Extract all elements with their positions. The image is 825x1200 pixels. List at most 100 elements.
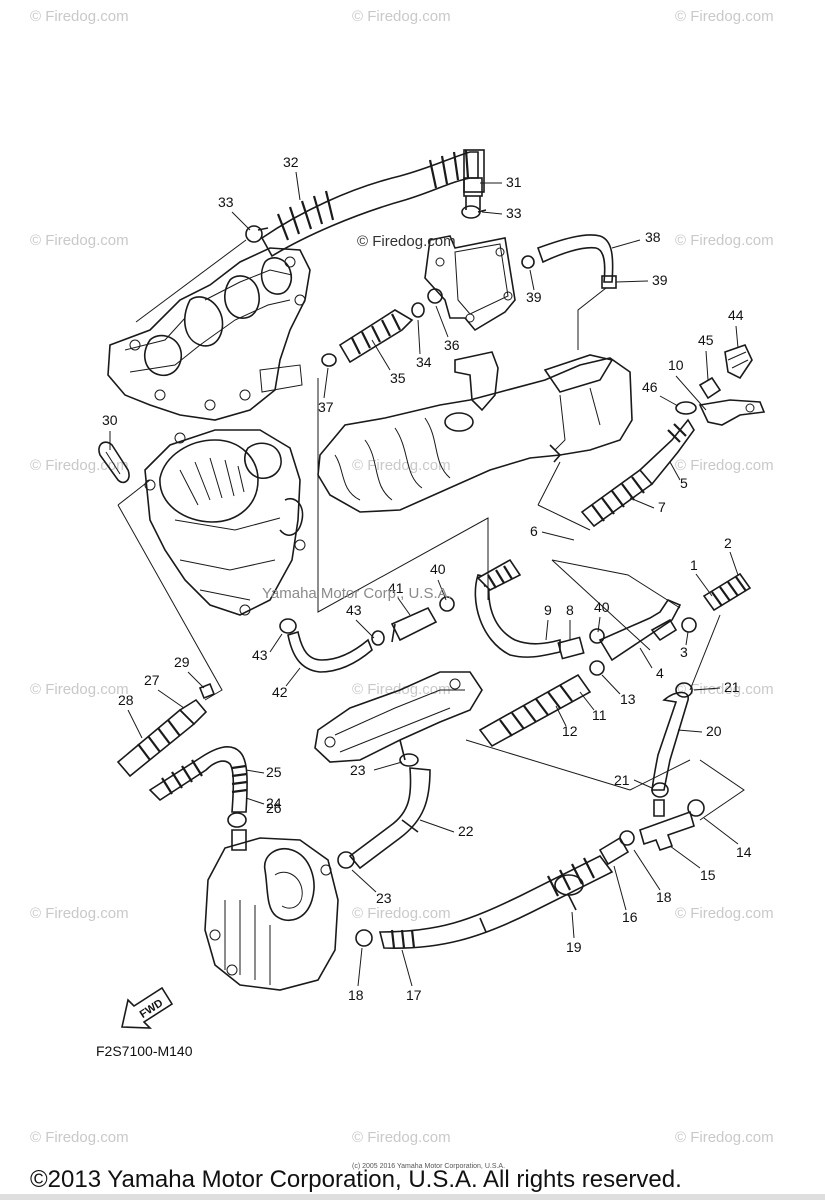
watermark: © Firedog.com	[675, 905, 774, 922]
watermark: © Firedog.com	[675, 8, 774, 25]
callout-37: 37	[318, 399, 334, 415]
callout-25: 25	[266, 764, 282, 780]
copyright-footer: ©2013 Yamaha Motor Corporation, U.S.A. A…	[30, 1166, 682, 1193]
callout-23: 23	[350, 762, 366, 778]
callout-36: 36	[444, 337, 460, 353]
callout-6: 6	[530, 523, 538, 539]
watermark: © Firedog.com	[30, 8, 129, 25]
callout-8: 8	[566, 602, 574, 618]
callout-15: 15	[700, 867, 716, 883]
watermark: © Firedog.com	[352, 1129, 451, 1146]
part-18-clamp	[355, 830, 635, 947]
part-46-washer	[675, 401, 697, 415]
callout-16: 16	[622, 909, 638, 925]
part-31-joint	[463, 177, 483, 210]
callout-40b: 40	[594, 599, 610, 615]
part-26-clamp	[227, 812, 247, 828]
intake-manifold	[107, 247, 311, 421]
part-16-pipe	[598, 836, 630, 866]
callout-2: 2	[724, 535, 732, 551]
callout-3: 3	[680, 644, 688, 660]
watermark: © Firedog.com	[30, 232, 129, 249]
callout-33: 33	[506, 205, 522, 221]
callout-18b: 18	[348, 987, 364, 1003]
callout-22: 22	[458, 823, 474, 839]
callout-35: 35	[390, 370, 406, 386]
callout-27: 27	[144, 672, 160, 688]
watermark: © Firedog.com	[675, 457, 774, 474]
callout-14: 14	[736, 844, 752, 860]
callout-42: 42	[272, 684, 288, 700]
part-41-pipe	[371, 606, 438, 646]
callout-30: 30	[102, 412, 118, 428]
footer-small-print: (c) 2005 2016 Yamaha Motor Corporation, …	[352, 1163, 506, 1170]
part-42-hose	[279, 618, 373, 673]
callout-labels: 32 31 33 33 38 39 39 36 34 35 37 44 45 1…	[102, 154, 752, 1003]
callout-43: 43	[346, 602, 362, 618]
part-44-fitting	[724, 344, 753, 380]
callout-39b: 39	[526, 289, 542, 305]
callout-10: 10	[668, 357, 684, 373]
part-38-hose	[521, 234, 617, 289]
watermark: © Firedog.com	[675, 232, 774, 249]
part-22-hose	[337, 753, 431, 870]
callout-46: 46	[642, 379, 658, 395]
callout-32: 32	[283, 154, 299, 170]
callout-26-label: 26	[266, 800, 282, 816]
callout-11: 11	[592, 707, 607, 723]
callout-33b: 33	[218, 194, 234, 210]
part-17-hose	[378, 854, 614, 950]
part-33-clamp	[245, 205, 487, 243]
part-14-clamp	[687, 799, 705, 817]
exhaust-chamber	[314, 671, 483, 763]
leader-lines	[117, 239, 745, 821]
callout-4: 4	[656, 665, 664, 681]
callout-19: 19	[566, 939, 582, 955]
part-4-joint	[598, 599, 682, 662]
watermark-yamaha: Yamaha Motor Corp., U.S.A.	[262, 585, 452, 602]
diagram-code: F2S7100-M140	[96, 1043, 193, 1059]
part-20-hose	[651, 682, 693, 798]
engine-block	[144, 429, 306, 616]
callout-39: 39	[652, 272, 668, 288]
callout-21: 21	[724, 679, 740, 695]
part-10-bracket	[698, 399, 766, 426]
fwd-arrow-icon	[121, 986, 174, 1029]
callout-45: 45	[698, 332, 714, 348]
part-40-clamp	[439, 596, 605, 644]
callout-5: 5	[680, 475, 688, 491]
cover-plate	[424, 235, 516, 332]
callout-7: 7	[658, 499, 666, 515]
watermark: © Firedog.com	[30, 1129, 129, 1146]
callout-24: 24	[266, 795, 282, 811]
part-8-pipe	[557, 636, 585, 660]
watermark: © Firedog.com	[30, 681, 129, 698]
bottom-strip	[0, 1194, 825, 1200]
watermark: © Firedog.com	[675, 681, 774, 698]
callout-41: 41	[388, 580, 404, 596]
callout-44: 44	[728, 307, 744, 323]
part-19-clamp	[554, 874, 584, 911]
callout-28: 28	[118, 692, 134, 708]
watermark: © Firedog.com	[30, 905, 129, 922]
part-35-hose	[321, 288, 443, 367]
callout-13: 13	[620, 691, 636, 707]
part-7-hose	[580, 418, 695, 528]
callout-43b: 43	[252, 647, 268, 663]
callout-17: 17	[406, 987, 422, 1003]
callout-38: 38	[645, 229, 661, 245]
part-15-tee	[639, 799, 695, 851]
callout-29: 29	[174, 654, 190, 670]
part-1-hose	[702, 572, 752, 612]
pump-unit	[204, 829, 339, 991]
exhaust-manifold	[317, 351, 633, 513]
part-30-gasket	[98, 441, 130, 484]
callout-12: 12	[562, 723, 578, 739]
callout-31: 31	[506, 174, 522, 190]
callout-34: 34	[416, 354, 432, 370]
callout-9: 9	[544, 602, 552, 618]
callout-18: 18	[656, 889, 672, 905]
part-28-hose	[116, 682, 216, 778]
part-24-hose	[148, 746, 248, 813]
